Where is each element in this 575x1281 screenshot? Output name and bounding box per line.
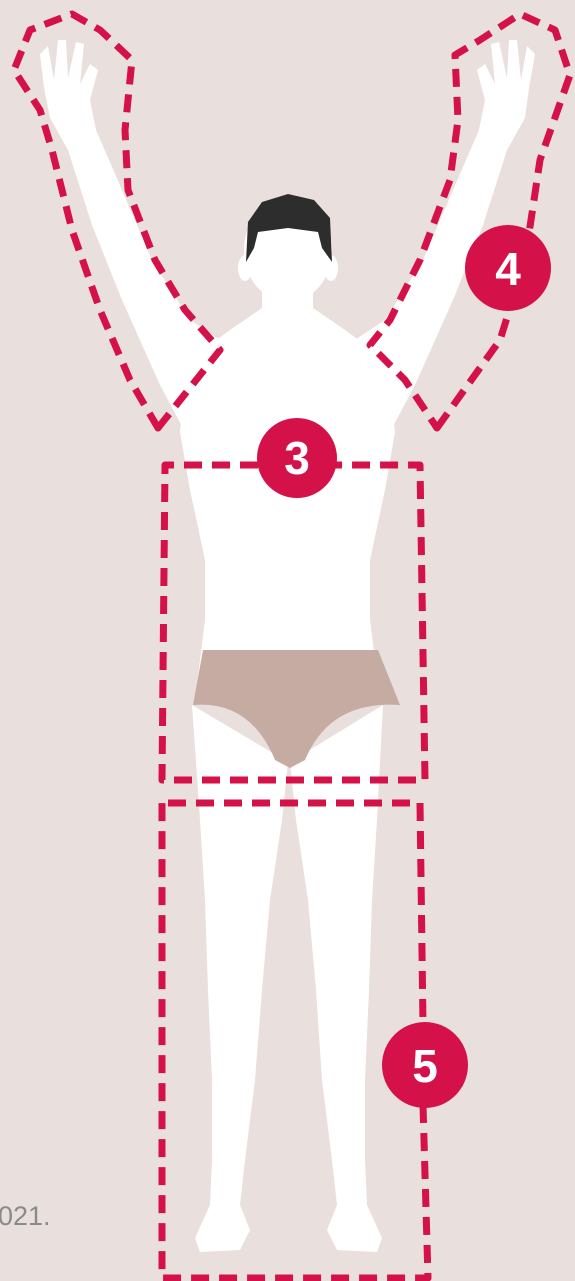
badge-region-4: 4 [465, 225, 551, 311]
badge-region-5: 5 [382, 1022, 468, 1108]
left-ear [238, 255, 252, 281]
torso [180, 308, 395, 700]
badge-number: 3 [284, 432, 310, 484]
copyright-year-fragment: 021. [0, 1201, 51, 1231]
badge-region-3: 3 [257, 418, 337, 498]
badge-number: 5 [412, 1040, 438, 1092]
badge-number: 4 [495, 243, 521, 295]
